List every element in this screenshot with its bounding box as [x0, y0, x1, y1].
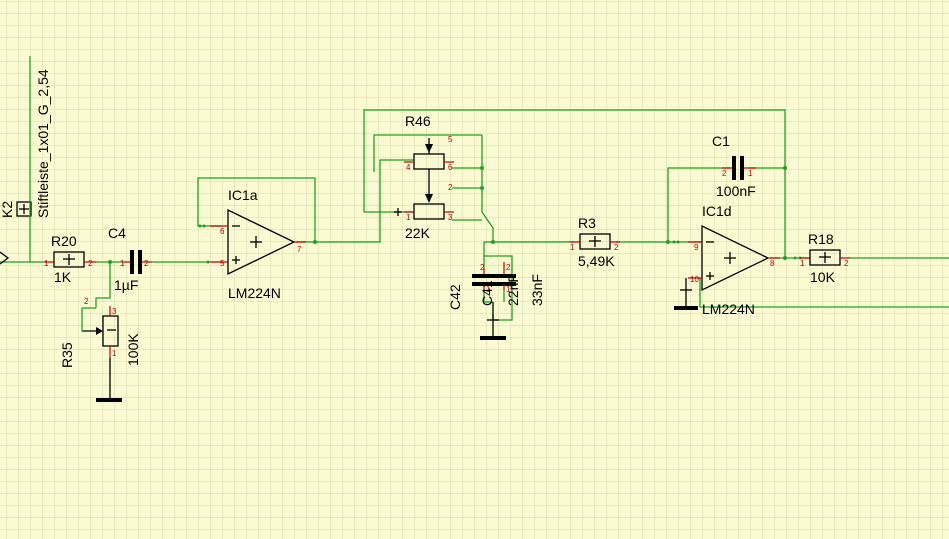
ic1a-pin6: 6 — [220, 227, 225, 236]
r3-pin2: 2 — [614, 243, 619, 252]
ic1d-pin8: 8 — [770, 259, 775, 268]
r20-pin1: 1 — [44, 259, 49, 268]
capacitor-c4[interactable]: 1 2 C4 1µF — [108, 225, 152, 293]
ic1d-pin9: 9 — [694, 243, 699, 252]
r20-value: 1K — [54, 269, 72, 285]
junctions — [108, 166, 802, 264]
capacitor-c42[interactable]: 2 1 C42 33nF — [447, 262, 545, 310]
c41-pin1: 1 — [486, 285, 491, 294]
r46-pin5: 5 — [448, 135, 453, 144]
r3-value: 5,49K — [578, 253, 615, 269]
r3-ref: R3 — [578, 215, 596, 231]
r46-pin4: 4 — [406, 163, 411, 172]
opamp-ic1a[interactable]: 6 5 7 IC1a LM224N — [210, 187, 306, 301]
r18-pin2: 2 — [844, 259, 849, 268]
ic1d-part: LM224N — [702, 301, 755, 317]
c4-pin1: 1 — [120, 259, 125, 268]
ic1a-ref: IC1a — [228, 187, 258, 203]
r35-value: 100K — [125, 333, 141, 366]
ic1d-pin10: 10 — [690, 275, 699, 284]
k2-ref: K2 — [0, 201, 15, 218]
c1-value: 100nF — [716, 183, 756, 199]
resistor-r3[interactable]: 1 2 R3 5,49K — [570, 215, 620, 269]
c42-ref: C42 — [447, 284, 463, 310]
r35-pin1: 1 — [112, 349, 117, 358]
r46-pin3: 3 — [448, 213, 453, 222]
c1-pin2: 2 — [722, 169, 727, 178]
c1-ref: C1 — [712, 133, 730, 149]
resistor-r20[interactable]: 1 2 R20 1K — [44, 233, 96, 285]
r20-ref: R20 — [51, 233, 77, 249]
r46-value: 22K — [405, 225, 431, 241]
r35-pin2: 2 — [84, 297, 89, 306]
ic1a-part: LM224N — [228, 285, 281, 301]
r46-pin2: 2 — [448, 183, 453, 192]
k2-part: Stiftleiste_1x01_G_2,54 — [35, 69, 51, 218]
r46-ref: R46 — [405, 113, 431, 129]
r18-value: 10K — [810, 269, 836, 285]
capacitor-c41[interactable]: 2 1 C41 22nF — [472, 263, 521, 306]
potentiometer-r35[interactable]: 1 2 3 R35 100K — [59, 297, 141, 402]
r35-ref: R35 — [59, 342, 75, 368]
ground-c41 — [480, 302, 506, 340]
c4-value: 1µF — [114, 277, 138, 293]
c42-value: 33nF — [529, 274, 545, 306]
r46-pin1: 1 — [406, 213, 411, 222]
wires[interactable] — [0, 109, 949, 321]
resistor-r18[interactable]: 1 2 R18 10K — [800, 231, 850, 285]
c42-pin1: 1 — [506, 285, 511, 294]
r20-pin2: 2 — [88, 259, 93, 268]
capacitor-c1[interactable]: 2 1 C1 100nF — [712, 133, 756, 199]
connector-k2[interactable]: K2 Stiftleiste_1x01_G_2,54 — [0, 56, 51, 265]
opamp-ic1d[interactable]: 9 10 8 IC1d LM224N — [674, 203, 780, 317]
ic1a-pin5: 5 — [220, 259, 225, 268]
r35-pin3: 3 — [112, 307, 117, 316]
ic1a-pin7: 7 — [297, 245, 302, 254]
c1-pin1: 1 — [748, 169, 753, 178]
c4-pin2: 2 — [144, 259, 149, 268]
r46-pin6: 6 — [448, 163, 453, 172]
c42-pin2: 2 — [506, 263, 511, 272]
r18-pin1: 1 — [800, 259, 805, 268]
r3-pin1: 1 — [570, 243, 575, 252]
c4-ref: C4 — [108, 225, 126, 241]
potentiometer-r46[interactable]: 5 4 6 2 1 3 R46 22K — [394, 113, 454, 241]
r18-ref: R18 — [808, 231, 834, 247]
c41-ref: C41 — [479, 280, 495, 306]
c41-pin2: 2 — [480, 263, 485, 272]
ic1d-ref: IC1d — [702, 203, 732, 219]
